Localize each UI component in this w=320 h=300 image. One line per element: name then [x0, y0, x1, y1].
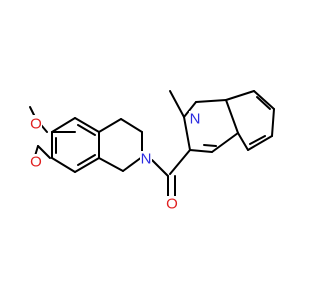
methoxy-oxygen-lower-label: O	[30, 154, 42, 171]
indole-nitrogen-label: N	[190, 111, 201, 128]
methoxy-oxygen-upper-label: O	[30, 116, 42, 133]
carbonyl-oxygen-label: O	[166, 196, 178, 213]
molecule-structure: O O N O N	[29, 90, 275, 213]
atom-labels: O O N O N	[30, 111, 201, 213]
ring-nitrogen-label: N	[141, 151, 152, 168]
bond-lines	[29, 90, 275, 199]
